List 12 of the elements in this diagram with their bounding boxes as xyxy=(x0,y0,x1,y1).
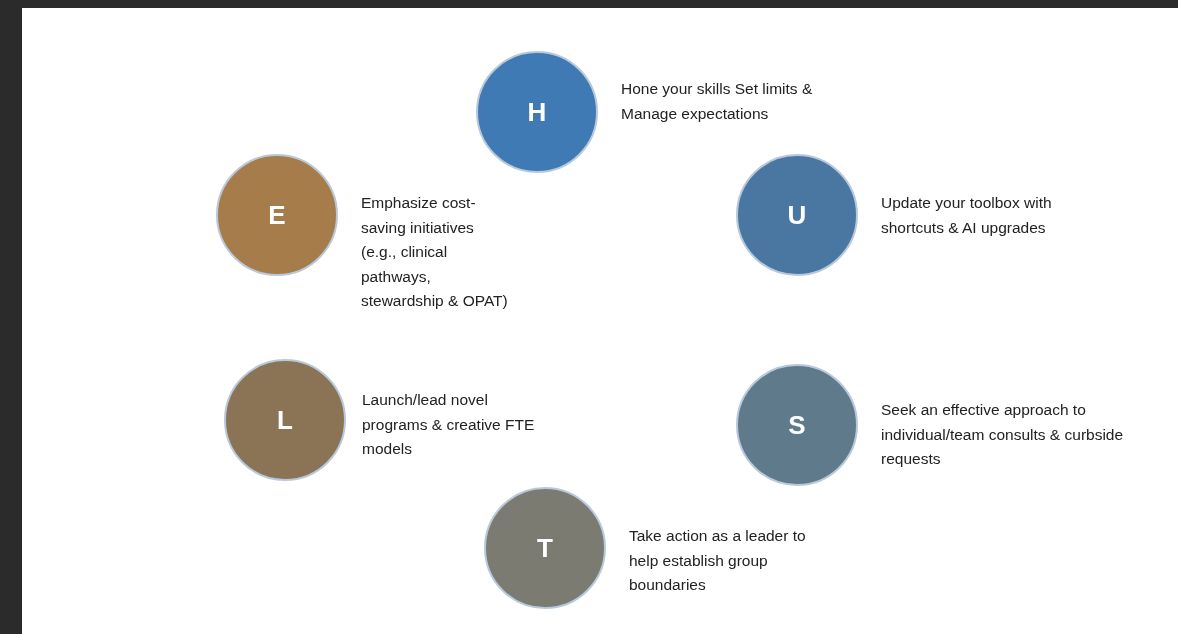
letter-circle: U xyxy=(736,154,858,276)
description-text: Launch/lead novel programs & creative FTE models xyxy=(362,390,536,459)
letter-circle: T xyxy=(484,487,606,609)
letter-circle: H xyxy=(476,51,598,173)
description-text: Seek an effective approach to individual/team consults & curbside requests xyxy=(881,400,1125,469)
description-text: Update your toolbox with shortcuts & AI upgrades xyxy=(881,193,1053,238)
letter-circle: E xyxy=(216,154,338,276)
letter-circle: L xyxy=(224,359,346,481)
description-text: Emphasize cost-saving initiatives (e.g., clinical pathways, stewardship & OPAT) xyxy=(361,193,509,311)
letter-circle: S xyxy=(736,364,858,486)
description-text: Take action as a leader to help establish group boundaries xyxy=(629,526,807,595)
description-text: Hone your skills Set limits & Manage expectations xyxy=(621,79,814,124)
